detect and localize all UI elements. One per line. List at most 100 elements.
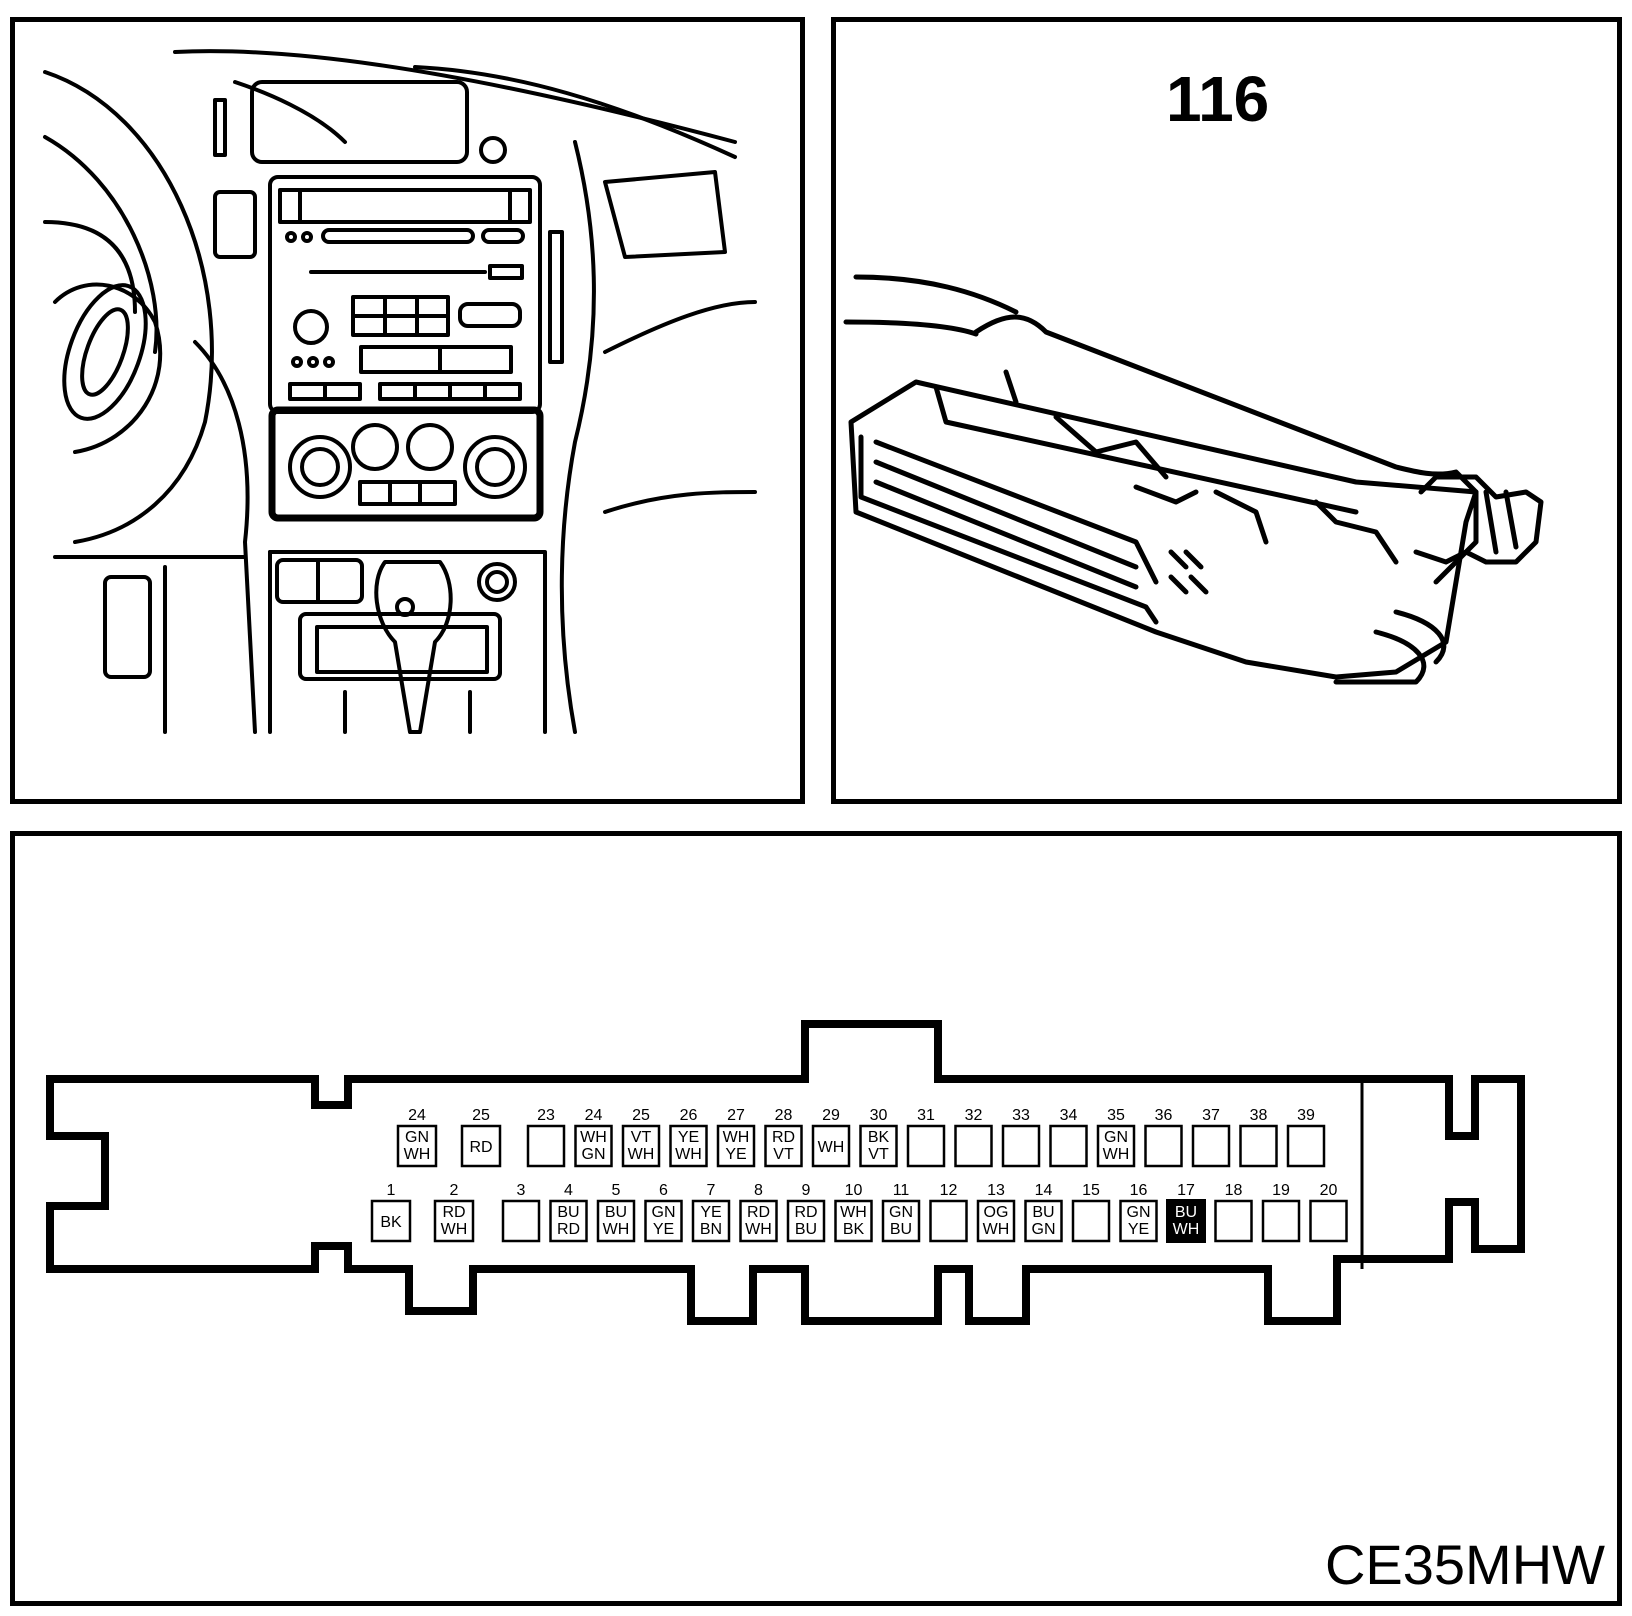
pin-number: 11 bbox=[893, 1182, 910, 1199]
pin-box bbox=[954, 1124, 993, 1168]
pin-cavity: 23 bbox=[526, 1107, 566, 1168]
pin-box bbox=[433, 1199, 475, 1243]
pin-number: 8 bbox=[754, 1182, 763, 1199]
wire-color: WH bbox=[745, 1221, 772, 1238]
wire-color: YE bbox=[725, 1146, 746, 1163]
pin-number: 14 bbox=[1035, 1182, 1053, 1199]
pin-number: 29 bbox=[822, 1107, 840, 1124]
pin-number: 1 bbox=[387, 1182, 396, 1199]
pin-cavity: 18 bbox=[1214, 1182, 1253, 1243]
pin-box bbox=[1024, 1199, 1063, 1243]
pin-number: 3 bbox=[517, 1182, 526, 1199]
pin-box bbox=[881, 1199, 921, 1243]
wire-color: WH bbox=[1103, 1146, 1130, 1163]
pin-box bbox=[976, 1199, 1016, 1243]
pin-box bbox=[786, 1199, 826, 1243]
wire-color: YE bbox=[678, 1129, 699, 1146]
wire-color: RD bbox=[442, 1204, 465, 1221]
wire-color: WH bbox=[675, 1146, 702, 1163]
wire-color: WH bbox=[818, 1139, 845, 1156]
wire-color: GN bbox=[1032, 1221, 1056, 1238]
pin-number: 32 bbox=[965, 1107, 983, 1124]
pin-cavity: 3 bbox=[501, 1182, 541, 1243]
pin-box bbox=[1119, 1199, 1158, 1243]
pin-box bbox=[811, 1124, 851, 1168]
pin-cavity: 33 bbox=[1001, 1107, 1041, 1168]
pin-number: 38 bbox=[1250, 1107, 1268, 1124]
wire-color: BU bbox=[1032, 1204, 1054, 1221]
pin-number: 2 bbox=[450, 1182, 459, 1199]
pin-number: 17 bbox=[1177, 1182, 1195, 1199]
wire-color: YE bbox=[1128, 1221, 1149, 1238]
pin-cavity: 12 bbox=[929, 1182, 968, 1243]
pin-box bbox=[716, 1124, 756, 1168]
pin-box bbox=[859, 1124, 898, 1168]
pin-box-highlighted bbox=[1166, 1199, 1206, 1243]
pin-number: 23 bbox=[537, 1107, 555, 1124]
wire-color: WH bbox=[580, 1129, 607, 1146]
pin-number: 26 bbox=[680, 1107, 698, 1124]
pin-box bbox=[1214, 1199, 1253, 1243]
wire-color: RD bbox=[794, 1204, 817, 1221]
pin-cavity: 34 bbox=[1049, 1107, 1088, 1168]
pin-box bbox=[596, 1199, 636, 1243]
wire-color: GN bbox=[405, 1129, 429, 1146]
pin-box bbox=[1309, 1199, 1348, 1243]
pin-box bbox=[669, 1124, 708, 1168]
pin-cavity: 32 bbox=[954, 1107, 993, 1168]
pin-box bbox=[644, 1199, 683, 1243]
image-code: CE35MHW bbox=[1324, 1533, 1605, 1596]
pin-cavity: 20 bbox=[1309, 1182, 1348, 1243]
wire-color: OG bbox=[984, 1204, 1009, 1221]
wire-color: WH bbox=[983, 1221, 1010, 1238]
pin-number: 25 bbox=[472, 1107, 490, 1124]
pin-number: 10 bbox=[845, 1182, 863, 1199]
pin-number: 13 bbox=[987, 1182, 1005, 1199]
pin-box bbox=[1261, 1199, 1301, 1243]
pin-box bbox=[549, 1199, 588, 1243]
wire-color: GN bbox=[652, 1204, 676, 1221]
connector-outline bbox=[46, 1020, 1525, 1325]
wire-color: BU bbox=[557, 1204, 579, 1221]
dashboard-location-panel bbox=[10, 17, 805, 804]
wire-color: GN bbox=[889, 1204, 913, 1221]
wire-color: WH bbox=[404, 1146, 431, 1163]
dashboard-illustration bbox=[43, 49, 757, 734]
wire-color: VT bbox=[631, 1129, 652, 1146]
pin-number: 4 bbox=[564, 1182, 573, 1199]
pin-box bbox=[691, 1199, 731, 1243]
pin-number: 31 bbox=[917, 1107, 935, 1124]
pin-cavity: 19 bbox=[1261, 1182, 1301, 1243]
wire-color: BK bbox=[868, 1129, 890, 1146]
connector-illustration bbox=[843, 274, 1544, 685]
pin-number: 16 bbox=[1130, 1182, 1148, 1199]
pin-number: 24 bbox=[408, 1107, 426, 1124]
pin-box bbox=[574, 1124, 613, 1168]
wire-color: RD bbox=[747, 1204, 770, 1221]
pin-number: 20 bbox=[1320, 1182, 1338, 1199]
pin-number: 37 bbox=[1202, 1107, 1220, 1124]
pin-number: 36 bbox=[1155, 1107, 1173, 1124]
wire-color: GN bbox=[1104, 1129, 1128, 1146]
pin-number: 12 bbox=[940, 1182, 958, 1199]
pin-number: 7 bbox=[707, 1182, 716, 1199]
pin-number: 5 bbox=[612, 1182, 621, 1199]
